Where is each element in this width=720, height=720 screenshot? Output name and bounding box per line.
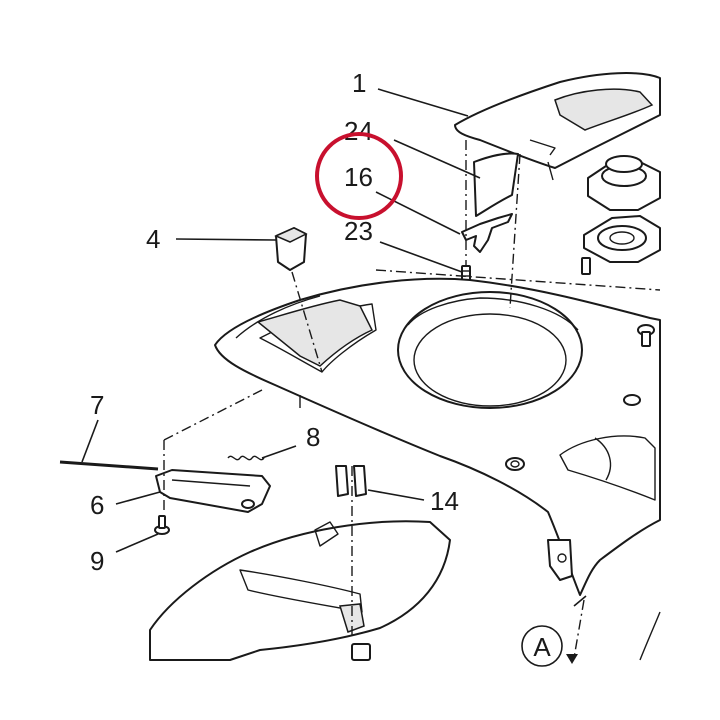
callout-4: 4 — [146, 224, 160, 254]
motor-assembly — [581, 155, 661, 275]
callout-6: 6 — [90, 490, 104, 520]
part-16-lever — [461, 213, 513, 253]
housing-screw — [637, 324, 655, 347]
part-24-plate — [473, 152, 519, 217]
callout-16: 16 — [344, 162, 373, 192]
callout-24: 24 — [344, 116, 373, 146]
part-14-clips — [335, 465, 367, 497]
callout-a: A — [533, 632, 551, 662]
callout-14: 14 — [430, 486, 459, 516]
callout-7: 7 — [90, 390, 104, 420]
main-housing — [214, 277, 661, 596]
alignment-lines — [163, 140, 661, 659]
part-7-cable — [59, 460, 159, 471]
leader-lines — [81, 88, 587, 607]
arrow-a-icon — [566, 654, 578, 664]
part-6-bracket — [155, 469, 271, 513]
callout-1: 1 — [352, 68, 366, 98]
part-9-screw — [154, 515, 170, 535]
highlight-ring — [315, 132, 403, 220]
part-4-block — [274, 227, 308, 271]
part-1-top-cover — [454, 72, 661, 181]
callout-23: 23 — [344, 216, 373, 246]
callout-8: 8 — [306, 422, 320, 452]
wheel-edge — [639, 611, 661, 661]
callout-a-circle — [521, 625, 563, 667]
part-8-spring — [227, 455, 265, 461]
lower-chute — [149, 520, 451, 661]
callout-9: 9 — [90, 546, 104, 576]
